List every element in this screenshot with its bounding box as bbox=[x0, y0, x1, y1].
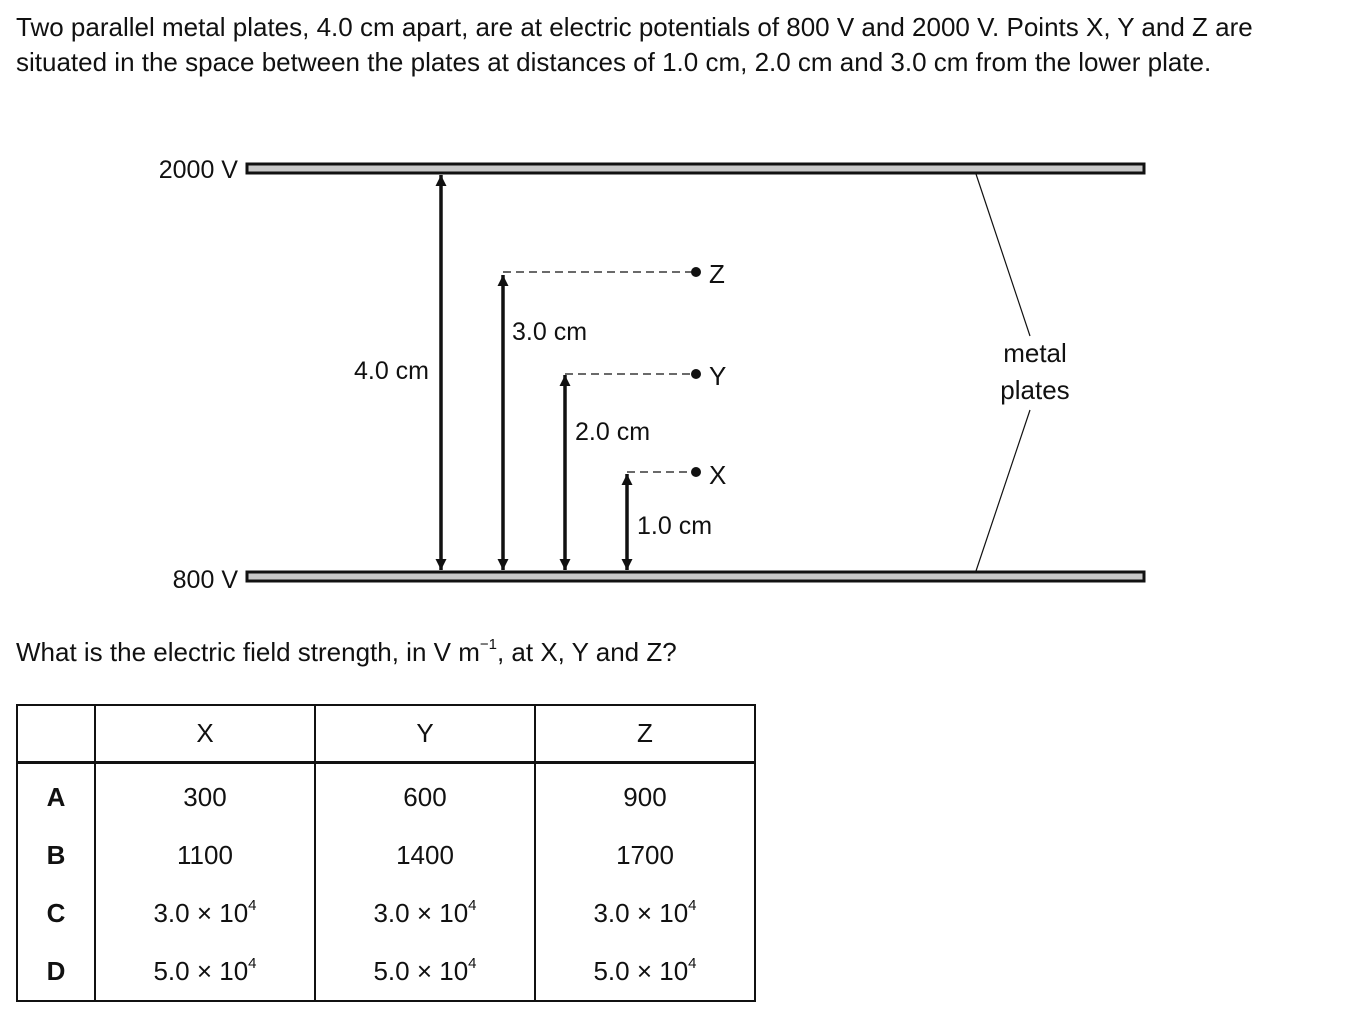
question-text: What is the electric field strength, in … bbox=[16, 636, 677, 667]
distance-x-label: 1.0 cm bbox=[637, 512, 712, 540]
option-row-b[interactable]: B 1100 1400 1700 bbox=[16, 826, 756, 884]
distance-y-label: 2.0 cm bbox=[575, 418, 650, 446]
option-letter: A bbox=[16, 762, 96, 826]
value-y: 5.0 × 104 bbox=[314, 942, 536, 1001]
metal-plates-label-line1: metal bbox=[1003, 338, 1067, 368]
value-x: 3.0 × 104 bbox=[94, 884, 316, 942]
point-z-label: Z bbox=[709, 259, 725, 289]
header-z: Z bbox=[534, 705, 756, 764]
header-y: Y bbox=[314, 705, 536, 764]
question-intro: Two parallel metal plates, 4.0 cm apart,… bbox=[16, 12, 1253, 77]
upper-plate bbox=[245, 162, 1146, 175]
option-row-d[interactable]: D 5.0 × 104 5.0 × 104 5.0 × 104 bbox=[16, 942, 756, 1001]
option-letter: D bbox=[16, 942, 96, 1001]
point-y-dot bbox=[691, 369, 701, 379]
header-x: X bbox=[94, 705, 316, 764]
point-x-dot bbox=[691, 467, 701, 477]
header-blank bbox=[16, 705, 96, 764]
value-x: 1100 bbox=[94, 826, 316, 884]
option-letter: B bbox=[16, 826, 96, 884]
value-y: 3.0 × 104 bbox=[314, 884, 536, 942]
option-row-c[interactable]: C 3.0 × 104 3.0 × 104 3.0 × 104 bbox=[16, 884, 756, 942]
separation-label: 4.0 cm bbox=[354, 357, 429, 385]
option-letter: C bbox=[16, 884, 96, 942]
point-y-label: Y bbox=[709, 361, 726, 391]
value-z: 1700 bbox=[534, 826, 756, 884]
value-x: 5.0 × 104 bbox=[94, 942, 316, 1001]
value-y: 600 bbox=[314, 762, 536, 826]
upper-leader-line bbox=[975, 173, 1031, 337]
answer-options-table: X Y Z A 300 600 900 B 1100 1400 1700 C 3… bbox=[16, 704, 756, 1002]
unit-exponent: −1 bbox=[479, 636, 497, 653]
lower-plate-voltage: 800 V bbox=[173, 566, 239, 594]
metal-plates-label-line2: plates bbox=[1000, 375, 1069, 405]
point-x-label: X bbox=[709, 460, 726, 490]
table-header-row: X Y Z bbox=[16, 705, 756, 764]
point-z-dot bbox=[691, 267, 701, 277]
value-z: 900 bbox=[534, 762, 756, 826]
lower-plate bbox=[245, 570, 1146, 583]
value-z: 5.0 × 104 bbox=[534, 942, 756, 1001]
parallel-plates-diagram: 2000 V 800 V 4.0 cm Z 3.0 cm Y 2.0 cm X … bbox=[159, 156, 1146, 594]
value-y: 1400 bbox=[314, 826, 536, 884]
distance-z-label: 3.0 cm bbox=[512, 318, 587, 346]
lower-leader-line bbox=[975, 409, 1031, 572]
option-row-a[interactable]: A 300 600 900 bbox=[16, 762, 756, 826]
value-x: 300 bbox=[94, 762, 316, 826]
upper-plate-voltage: 2000 V bbox=[159, 156, 239, 184]
value-z: 3.0 × 104 bbox=[534, 884, 756, 942]
